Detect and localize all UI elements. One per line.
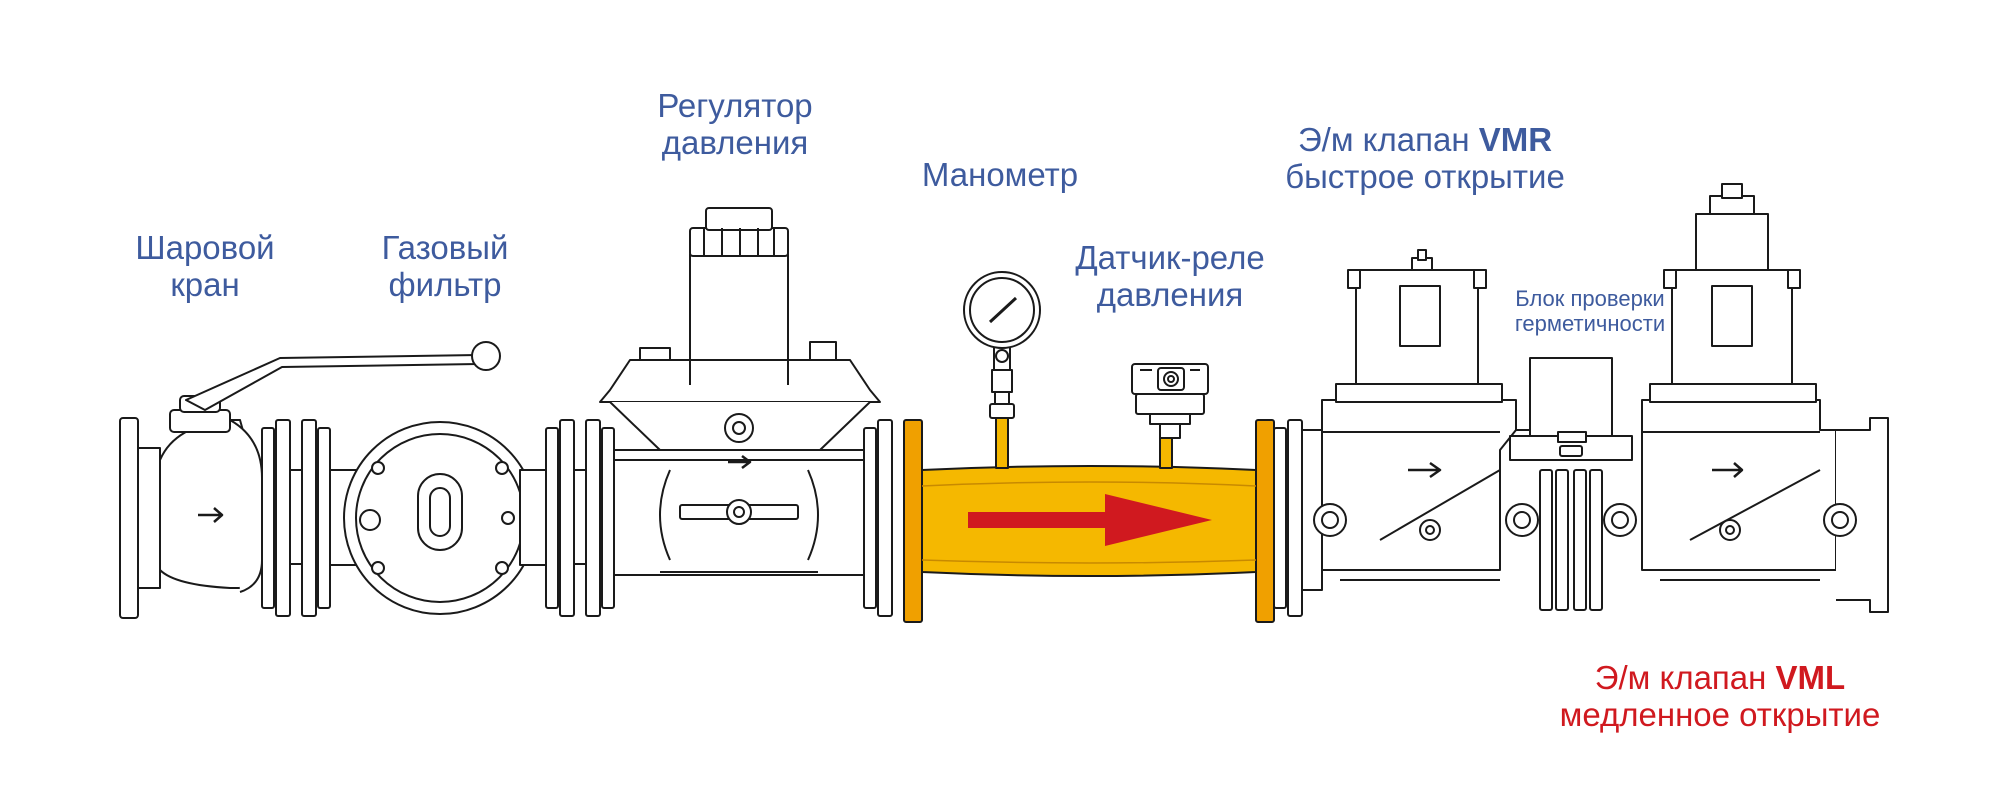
label-pressure-switch-line2: давления [1096,275,1244,313]
label-tightness-block-line2: герметичности [1514,310,1666,336]
pressure-regulator [599,207,893,617]
label-vmr-model: VMR [1478,121,1553,158]
vmr-valve [1273,249,1541,617]
label-ball-valve: Шаровой кран [95,229,315,304]
label-manometer-line1: Манометр [921,156,1079,193]
label-gas-filter-line2: фильтр [388,265,502,303]
gas-filter [329,419,615,617]
flow-arrow [968,494,1212,546]
label-vml-prefix: Э/м клапан [1594,659,1776,696]
label-vmr-valve: Э/м клапан VMR быстрое открытие [1245,121,1605,196]
ball-valve [119,341,501,619]
label-vml-valve-line1: Э/м клапан VML [1520,659,1920,697]
label-vml-valve: Э/м клапан VML медленное открытие [1520,659,1920,734]
label-vml-model: VML [1775,659,1846,696]
label-gas-filter: Газовый фильтр [335,229,555,304]
vml-valve [1641,183,1889,613]
label-vmr-prefix: Э/м клапан [1297,121,1479,158]
label-pressure-switch: Датчик-реле давления [1045,239,1295,314]
manometer [963,271,1041,419]
label-tightness-block-line1: Блок проверки [1515,286,1665,311]
pressure-switch [1131,363,1209,439]
tightness-control-block [1505,357,1637,611]
label-pressure-switch-line1: Датчик-реле [1075,239,1265,276]
label-vmr-valve-line1: Э/м клапан VMR [1245,121,1605,159]
label-pressure-regulator-line1: Регулятор [657,87,813,124]
label-vmr-valve-line2: быстрое открытие [1285,157,1565,195]
label-ball-valve-line1: Шаровой [135,229,275,266]
label-vml-valve-line2: медленное открытие [1559,695,1881,733]
label-manometer: Манометр [880,156,1120,194]
label-gas-filter-line1: Газовый [381,229,509,266]
label-ball-valve-line2: кран [170,265,240,303]
label-pressure-regulator-line2: давления [661,123,809,161]
label-pressure-regulator: Регулятор давления [620,87,850,162]
label-tightness-block: Блок проверки герметичности [1480,286,1700,336]
